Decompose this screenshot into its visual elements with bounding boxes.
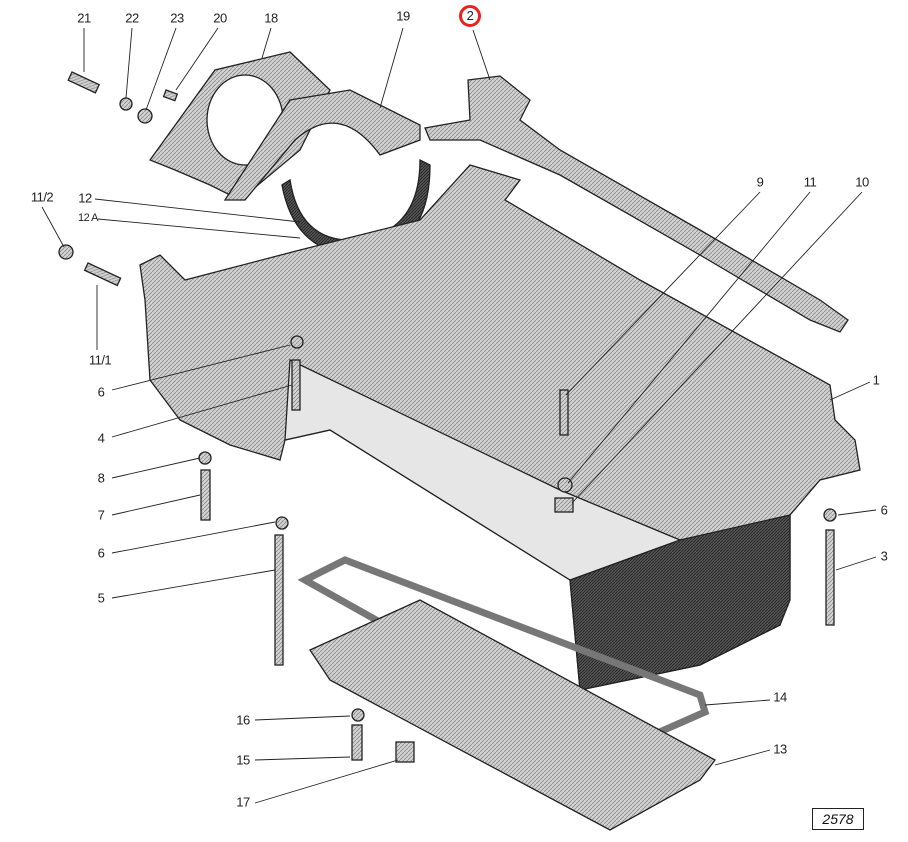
washer-11-2 — [58, 244, 74, 260]
figure-number: 2578 — [812, 808, 864, 830]
callout-13: 13 — [773, 741, 787, 757]
callout-11-1: 11/1 — [88, 352, 112, 368]
callout-7: 7 — [97, 507, 105, 523]
callout-18: 18 — [264, 10, 278, 26]
callout-4: 4 — [97, 430, 105, 446]
drain-plug-17 — [395, 741, 415, 763]
callout-9: 9 — [756, 174, 764, 190]
leader-lines — [41, 27, 877, 804]
callout-19: 19 — [396, 8, 410, 24]
callout-10: 10 — [855, 174, 869, 190]
callout-1: 1 — [872, 372, 880, 388]
washer-6b — [275, 516, 289, 530]
callout-17: 17 — [236, 794, 250, 810]
bolt-7 — [200, 469, 211, 521]
callout-12: 12 — [78, 190, 92, 206]
callout-14: 14 — [773, 689, 787, 705]
pan-front-face — [284, 358, 682, 581]
callout-11-2: 11/2 — [30, 189, 54, 205]
bolt-11-1 — [83, 262, 122, 287]
callout-5: 5 — [97, 590, 105, 606]
bolt-3 — [825, 529, 835, 626]
bolt-21 — [67, 71, 101, 94]
oil-pan-cover-13 — [309, 599, 716, 831]
callout-15: 15 — [236, 752, 250, 768]
callout-2-highlighted: 2 — [459, 5, 481, 27]
nut-10 — [554, 497, 574, 513]
gasket-19 — [223, 89, 421, 201]
callout-16: 16 — [236, 712, 250, 728]
washer-16 — [351, 708, 365, 722]
callout-12a: 12 A — [77, 212, 99, 224]
pan-side-dark — [569, 514, 791, 691]
washer-22 — [119, 97, 133, 111]
callout-6: 6 — [97, 384, 105, 400]
stud-4 — [291, 359, 301, 411]
callout-8: 8 — [97, 470, 105, 486]
stud-5 — [274, 534, 284, 666]
gasket-2 — [424, 75, 849, 333]
callout-6-right: 6 — [880, 502, 888, 518]
pin-20 — [162, 89, 179, 102]
callout-6b: 6 — [97, 545, 105, 561]
callout-20: 20 — [213, 10, 227, 26]
stud-9 — [559, 389, 569, 436]
callout-22: 22 — [125, 10, 139, 26]
washer-23 — [137, 108, 153, 124]
washer-6 — [290, 335, 304, 349]
washer-11 — [557, 477, 573, 493]
callout-11: 11 — [803, 174, 817, 190]
washer-8 — [198, 451, 212, 465]
washer-6r — [823, 508, 837, 522]
bolt-15 — [351, 724, 363, 761]
callout-3: 3 — [880, 548, 888, 564]
callout-23: 23 — [170, 10, 184, 26]
callout-21: 21 — [77, 10, 91, 26]
